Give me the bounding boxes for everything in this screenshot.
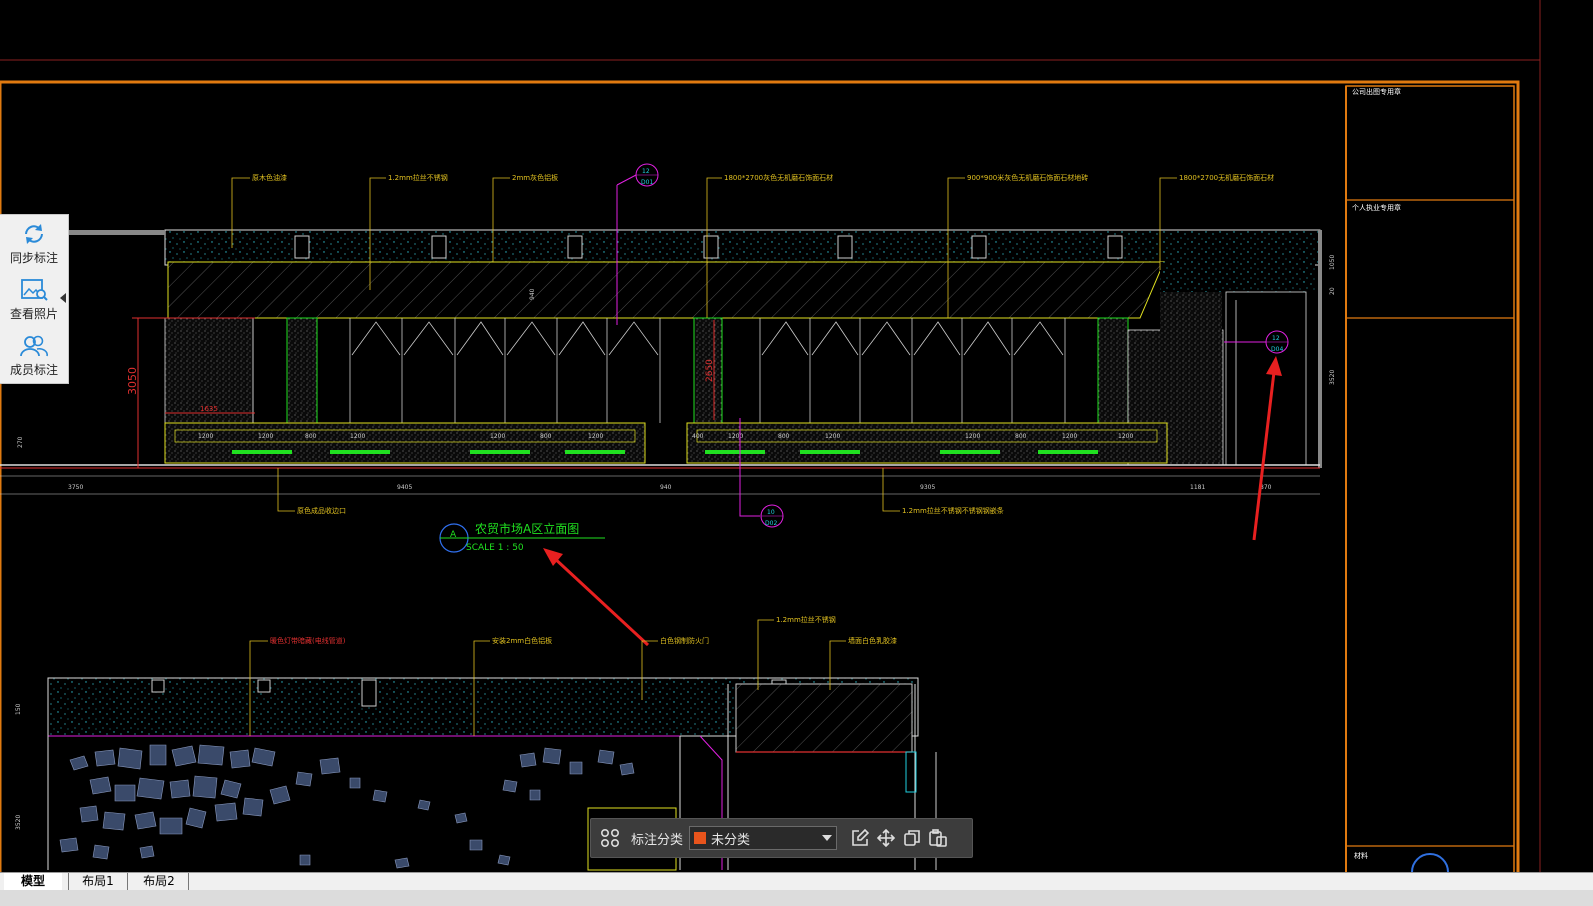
dim-counter-r2: 1200 (728, 433, 743, 440)
dim-sub-height: 2650 (705, 359, 715, 382)
layout-tab-bar: 模型 布局1 布局2 (0, 872, 1593, 891)
collapse-panel-icon[interactable] (60, 293, 66, 303)
dim-counter-l7: 1200 (588, 433, 603, 440)
callout-bottom-1: 暖色灯带暗藏(电线管道) (270, 636, 346, 645)
status-bar (0, 890, 1593, 906)
sync-annotation-button[interactable]: 同步标注 (0, 215, 68, 271)
category-selected-value: 未分类 (711, 832, 751, 848)
dim-height-main: 3050 (126, 367, 139, 395)
sync-annotation-label: 同步标注 (9, 250, 58, 265)
annotation-side-panel: 同步标注 查看照片 成员标注 (0, 214, 69, 384)
callout-bottom-5: 墙面白色乳胶漆 (848, 636, 897, 645)
callout-top-1: 原木色油漆 (252, 173, 287, 182)
svg-text:A: A (450, 530, 457, 540)
callout-bottom-3: 白色钢制防火门 (660, 636, 709, 645)
svg-text:12: 12 (642, 168, 650, 175)
dim-940: 940 (529, 288, 536, 300)
callout-lines-bottom (249, 619, 846, 736)
svg-text:D01: D01 (641, 179, 653, 186)
dim-right-1: 1050 (1329, 255, 1336, 270)
callout-top-2: 1.2mm拉丝不锈钢 (388, 173, 448, 182)
elevation-b (47, 677, 937, 871)
dim-bottom-5: 1181 (1190, 484, 1205, 491)
elevation-scale: SCALE 1 : 50 (466, 543, 524, 553)
dim-bottom-1: 3750 (68, 484, 83, 491)
section-mark-3: 12 D04 (1224, 330, 1289, 354)
dim-bottom-6: 870 (1260, 484, 1272, 491)
elevation-title-text: 农贸市场A区立面图 (475, 521, 579, 536)
dim-left-1: 270 (17, 436, 24, 448)
members-icon (20, 335, 48, 356)
dim-counter-r4: 1200 (825, 433, 840, 440)
dim-bottom-2: 9405 (397, 484, 412, 491)
section-mark-1: 12 D01 (616, 163, 659, 325)
view-photos-button[interactable]: 查看照片 (0, 271, 68, 327)
dim-bottom-3: 940 (660, 484, 672, 491)
sync-icon (25, 223, 43, 244)
dim-counter-l6: 800 (540, 433, 552, 440)
chevron-down-icon (822, 835, 833, 841)
dim-counter-l3: 800 (305, 433, 317, 440)
dim-counter-r6: 800 (1015, 433, 1027, 440)
dim-bottom-4: 9305 (920, 484, 935, 491)
annotation-toolbar: 标注分类 未分类 (590, 818, 973, 858)
section-mark-2: 10 D02 (739, 418, 784, 528)
svg-text:12: 12 (1272, 335, 1280, 342)
dim-counter-r7: 1200 (1062, 433, 1077, 440)
tab-model[interactable]: 模型 (4, 873, 62, 890)
dim-right-3: 3520 (1329, 370, 1336, 385)
dim-right-2: 20 (1329, 287, 1336, 295)
dim-counter-l1: 1200 (198, 433, 213, 440)
callout-bottom-2: 安装2mm白色铝板 (492, 636, 552, 645)
note-left: 原色成品收边口 (297, 506, 346, 515)
dim-1635: 1635 (200, 405, 218, 413)
move-icon[interactable] (873, 825, 899, 851)
member-annotation-label: 成员标注 (9, 362, 58, 377)
category-swatch (694, 832, 707, 844)
photo-search-icon (21, 278, 48, 301)
callout-top-6: 1800*2700无机磨石饰面石材 (1179, 173, 1274, 182)
elevation-title: A 农贸市场A区立面图 SCALE 1 : 50 (439, 521, 605, 553)
dim-counter-r3: 800 (778, 433, 790, 440)
callout-lines-top (231, 177, 1177, 512)
dim-lower-left-2: 3520 (15, 815, 22, 830)
category-select[interactable]: 未分类 (689, 826, 838, 850)
view-photos-label: 查看照片 (9, 306, 58, 321)
dim-counter-l5: 1200 (490, 433, 505, 440)
title-block-bottom: 材料 (1354, 851, 1368, 860)
dim-counter-r1: 400 (692, 433, 704, 440)
svg-text:D02: D02 (765, 520, 777, 527)
callout-top-5: 900*900米灰色无机磨石饰面石材地砖 (967, 173, 1088, 182)
callout-top-4: 1800*2700灰色无机磨石饰面石材 (724, 173, 833, 182)
dim-counter-l2: 1200 (258, 433, 273, 440)
title-block-personal: 个人执业专用章 (1352, 203, 1401, 212)
dim-counter-r5: 1200 (965, 433, 980, 440)
dim-counter-l4: 1200 (350, 433, 365, 440)
elevation-a (0, 229, 1322, 495)
title-block-company: 公司出图专用章 (1352, 87, 1401, 96)
paste-icon[interactable] (925, 825, 951, 851)
dim-lower-left-1: 150 (15, 703, 22, 715)
svg-text:D04: D04 (1271, 346, 1283, 353)
annotation-arrow-1[interactable] (543, 548, 650, 647)
note-right: 1.2mm拉丝不锈钢不锈钢钢嵌条 (902, 506, 1004, 515)
dim-counter-r8: 1200 (1118, 433, 1133, 440)
tab-layout-2[interactable]: 布局2 (130, 873, 189, 890)
callout-bottom-4: 1.2mm拉丝不锈钢 (776, 615, 836, 624)
svg-text:10: 10 (767, 509, 775, 516)
edit-icon[interactable] (847, 825, 873, 851)
copy-icon[interactable] (899, 825, 925, 851)
category-label: 标注分类 (631, 832, 684, 848)
annotation-grid-icon[interactable] (597, 825, 623, 851)
annotation-arrow-2[interactable] (1252, 356, 1282, 541)
dimension-lines (132, 317, 715, 468)
member-annotation-button[interactable]: 成员标注 (0, 327, 68, 383)
callout-top-3: 2mm灰色铝板 (512, 173, 558, 182)
tab-layout-1[interactable]: 布局1 (68, 873, 128, 890)
